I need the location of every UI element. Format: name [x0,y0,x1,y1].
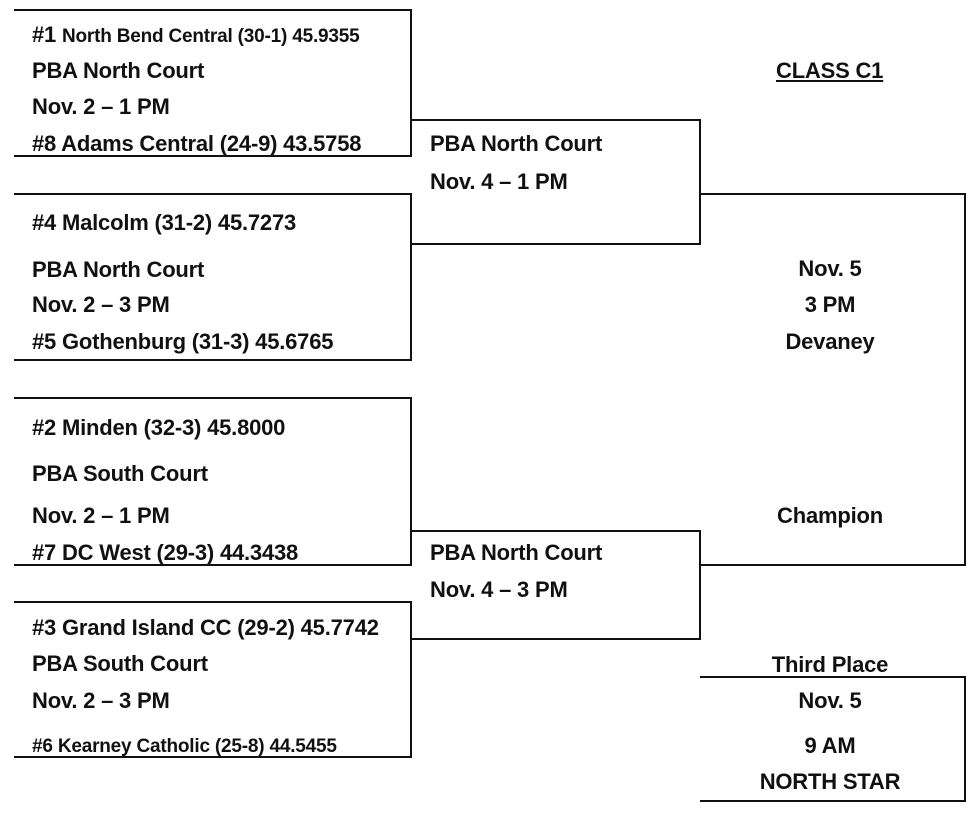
third-place-bracket [700,676,966,802]
game-3-court: PBA South Court [32,461,208,486]
third-place-date: Nov. 5 [798,688,862,713]
game-2-bracket [14,193,412,361]
game-2-time: Nov. 2 – 3 PM [32,292,170,317]
semifinal-2-court: PBA North Court [430,540,603,565]
seed-label: #1 [32,22,57,47]
game-1-top-team: #1 North Bend Central (30-1) 45.9355 [32,22,360,50]
final-venue: Devaney [785,329,875,354]
game-4-bracket [14,601,412,758]
game-1-court: PBA North Court [32,58,205,83]
third-place-time: 9 AM [804,733,856,758]
champion-label: Champion [777,503,883,528]
game-1-time: Nov. 2 – 1 PM [32,94,170,119]
game-4-bottom-team: #6 Kearney Catholic (25-8) 44.5455 [32,736,337,757]
game-2-bottom-team: #5 Gothenburg (31-3) 45.6765 [32,329,334,354]
third-place-venue: NORTH STAR [759,769,901,794]
semifinal-1-court: PBA North Court [430,131,603,156]
semifinal-1-time: Nov. 4 – 1 PM [430,169,568,194]
semifinal-2-time: Nov. 4 – 3 PM [430,577,568,602]
game-4-time: Nov. 2 – 3 PM [32,688,170,713]
game-1-bracket [14,9,412,157]
class-title: CLASS C1 [776,58,884,83]
final-bracket [700,193,966,566]
game-2-court: PBA North Court [32,257,205,282]
game-4-top-team: #3 Grand Island CC (29-2) 45.7742 [32,615,379,640]
third-place-label: Third Place [771,652,889,677]
semifinal-2-bracket [411,530,701,640]
game-1-bottom-team: #8 Adams Central (24-9) 43.5758 [32,131,362,156]
game-3-bottom-team: #7 DC West (29-3) 44.3438 [32,540,299,565]
game-2-top-team: #4 Malcolm (31-2) 45.7273 [32,210,297,235]
team-label: North Bend Central (30-1) 45.9355 [62,26,360,47]
semifinal-1-bracket [411,119,701,245]
game-4-court: PBA South Court [32,651,208,676]
final-date: Nov. 5 [798,256,862,281]
game-3-top-team: #2 Minden (32-3) 45.8000 [32,415,286,440]
game-3-bracket [14,397,412,566]
final-time: 3 PM [804,292,856,317]
game-3-time: Nov. 2 – 1 PM [32,503,170,528]
